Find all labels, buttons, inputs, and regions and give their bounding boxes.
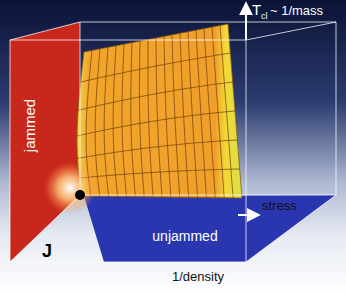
axis-symbol: T bbox=[252, 2, 261, 17]
grid-line bbox=[122, 44, 126, 196]
axis-subscript: cl bbox=[261, 12, 268, 21]
grid-line bbox=[188, 32, 198, 198]
jamming-surface bbox=[77, 24, 242, 198]
j-glow bbox=[44, 162, 96, 214]
grid-line bbox=[156, 38, 162, 197]
cube-edge bbox=[10, 40, 11, 262]
grid-line bbox=[172, 35, 180, 197]
grid-line bbox=[104, 47, 109, 196]
stress-axis bbox=[238, 214, 258, 216]
axis-label: ~ 1/mass bbox=[270, 4, 323, 17]
grid-line bbox=[164, 36, 171, 197]
cube-edge bbox=[80, 22, 81, 195]
grid-line bbox=[95, 49, 100, 196]
j-point bbox=[75, 190, 85, 200]
cube-edge bbox=[336, 22, 337, 195]
axis-label: stress bbox=[262, 199, 297, 212]
region-label: jammed bbox=[22, 98, 37, 151]
cube-edge bbox=[246, 195, 336, 262]
cube-edge bbox=[10, 262, 246, 263]
cube-edge bbox=[246, 22, 336, 40]
point-label: J bbox=[42, 242, 52, 260]
surface-grid bbox=[77, 26, 240, 198]
grid-line bbox=[113, 46, 117, 197]
grid-line bbox=[180, 33, 189, 197]
cube-edge bbox=[80, 22, 336, 23]
grid-line bbox=[148, 40, 153, 197]
cube-edge bbox=[246, 40, 247, 262]
cube-edge bbox=[10, 22, 80, 40]
cube-edge bbox=[10, 195, 80, 262]
temperature-axis bbox=[245, 4, 247, 40]
unjammed-region bbox=[84, 195, 336, 262]
grid-line bbox=[79, 169, 239, 178]
grid-line bbox=[77, 111, 235, 136]
grid-line bbox=[78, 82, 233, 110]
grid-line bbox=[77, 140, 237, 158]
axis-label: 1/density bbox=[172, 270, 224, 283]
jammed-face bbox=[10, 22, 80, 262]
cube-edge bbox=[10, 40, 246, 41]
cube-edge bbox=[80, 195, 336, 196]
grid-line bbox=[81, 53, 231, 82]
region-label: unjammed bbox=[152, 229, 217, 243]
